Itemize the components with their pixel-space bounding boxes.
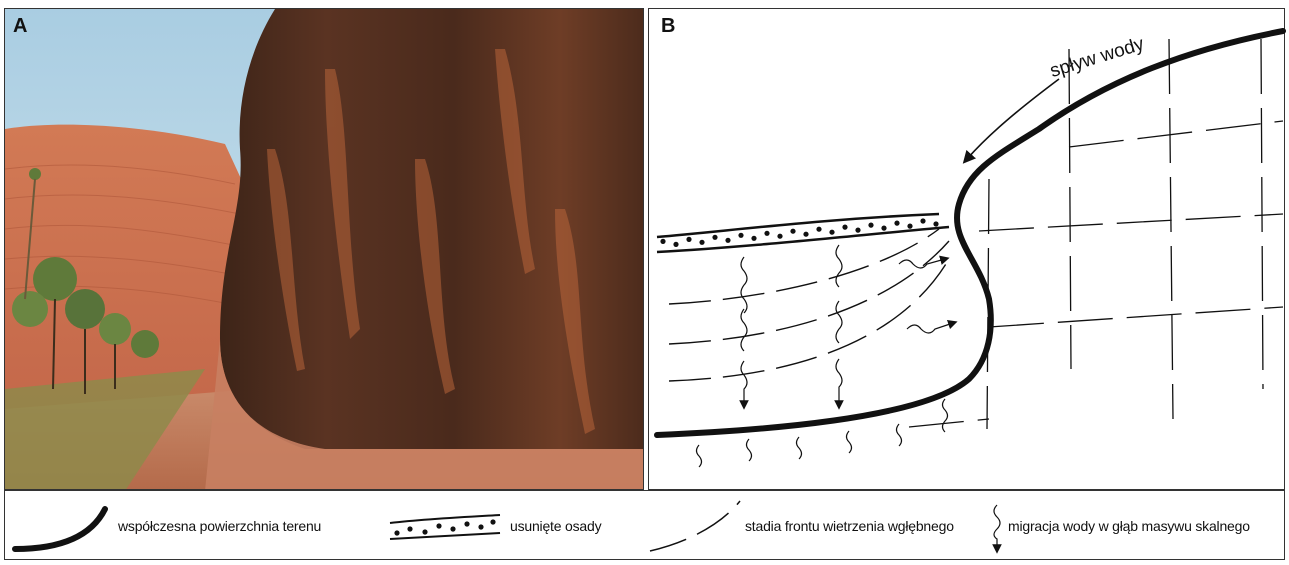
legend-sediment-symbol: [390, 515, 500, 539]
sediment-dot: [855, 228, 860, 233]
panel-b-label: B: [661, 15, 675, 38]
sediment-dot: [816, 227, 821, 232]
sediment-dot: [673, 242, 678, 247]
sediment-bottom-line: [657, 227, 949, 252]
sediment-dot: [920, 218, 925, 223]
legend-surface-label: współczesna powierzchnia terenu: [118, 518, 321, 534]
sediment-dot: [751, 236, 756, 241]
legend-migration-label: migracja wody w głąb masywu skalnego: [1008, 518, 1250, 534]
sediment-dot: [894, 221, 899, 226]
sediment-dot: [868, 223, 873, 228]
sediment-dot: [933, 221, 938, 226]
legend-surface-symbol: [15, 509, 105, 549]
panel-a-label: A: [13, 15, 27, 38]
water-migration-marks: [697, 245, 954, 467]
legend-front-label: stadia frontu wietrzenia wgłębnego: [745, 518, 954, 534]
sediment-dot: [738, 233, 743, 238]
sediment-dot: [790, 229, 795, 234]
sediment-dot: [686, 237, 691, 242]
legend-sediments-label: usunięte osady: [510, 518, 601, 534]
photo-panel: A: [4, 8, 644, 490]
sediment-dot: [803, 232, 808, 237]
rock-photo: [5, 9, 644, 490]
weathering-diagram: [649, 9, 1286, 491]
legend: współczesna powierzchnia terenu usunięte…: [4, 490, 1285, 560]
legend-migration-symbol: [994, 505, 1000, 549]
sediment-dot: [725, 238, 730, 243]
weathering-fronts: [669, 229, 949, 381]
joint-grid: [909, 39, 1283, 429]
land-surface: [657, 31, 1283, 435]
sediment-dot: [712, 235, 717, 240]
sediment-dot: [881, 226, 886, 231]
sediment-dot: [764, 231, 769, 236]
sediment-dot: [829, 230, 834, 235]
legend-front-symbol: [650, 501, 740, 551]
sediment-dot: [842, 225, 847, 230]
sediment-dot: [777, 234, 782, 239]
sediment-dot: [699, 240, 704, 245]
diagram-panel: B spływ wody: [648, 8, 1285, 490]
sediment-dot: [907, 224, 912, 229]
sediment-dot: [660, 239, 665, 244]
